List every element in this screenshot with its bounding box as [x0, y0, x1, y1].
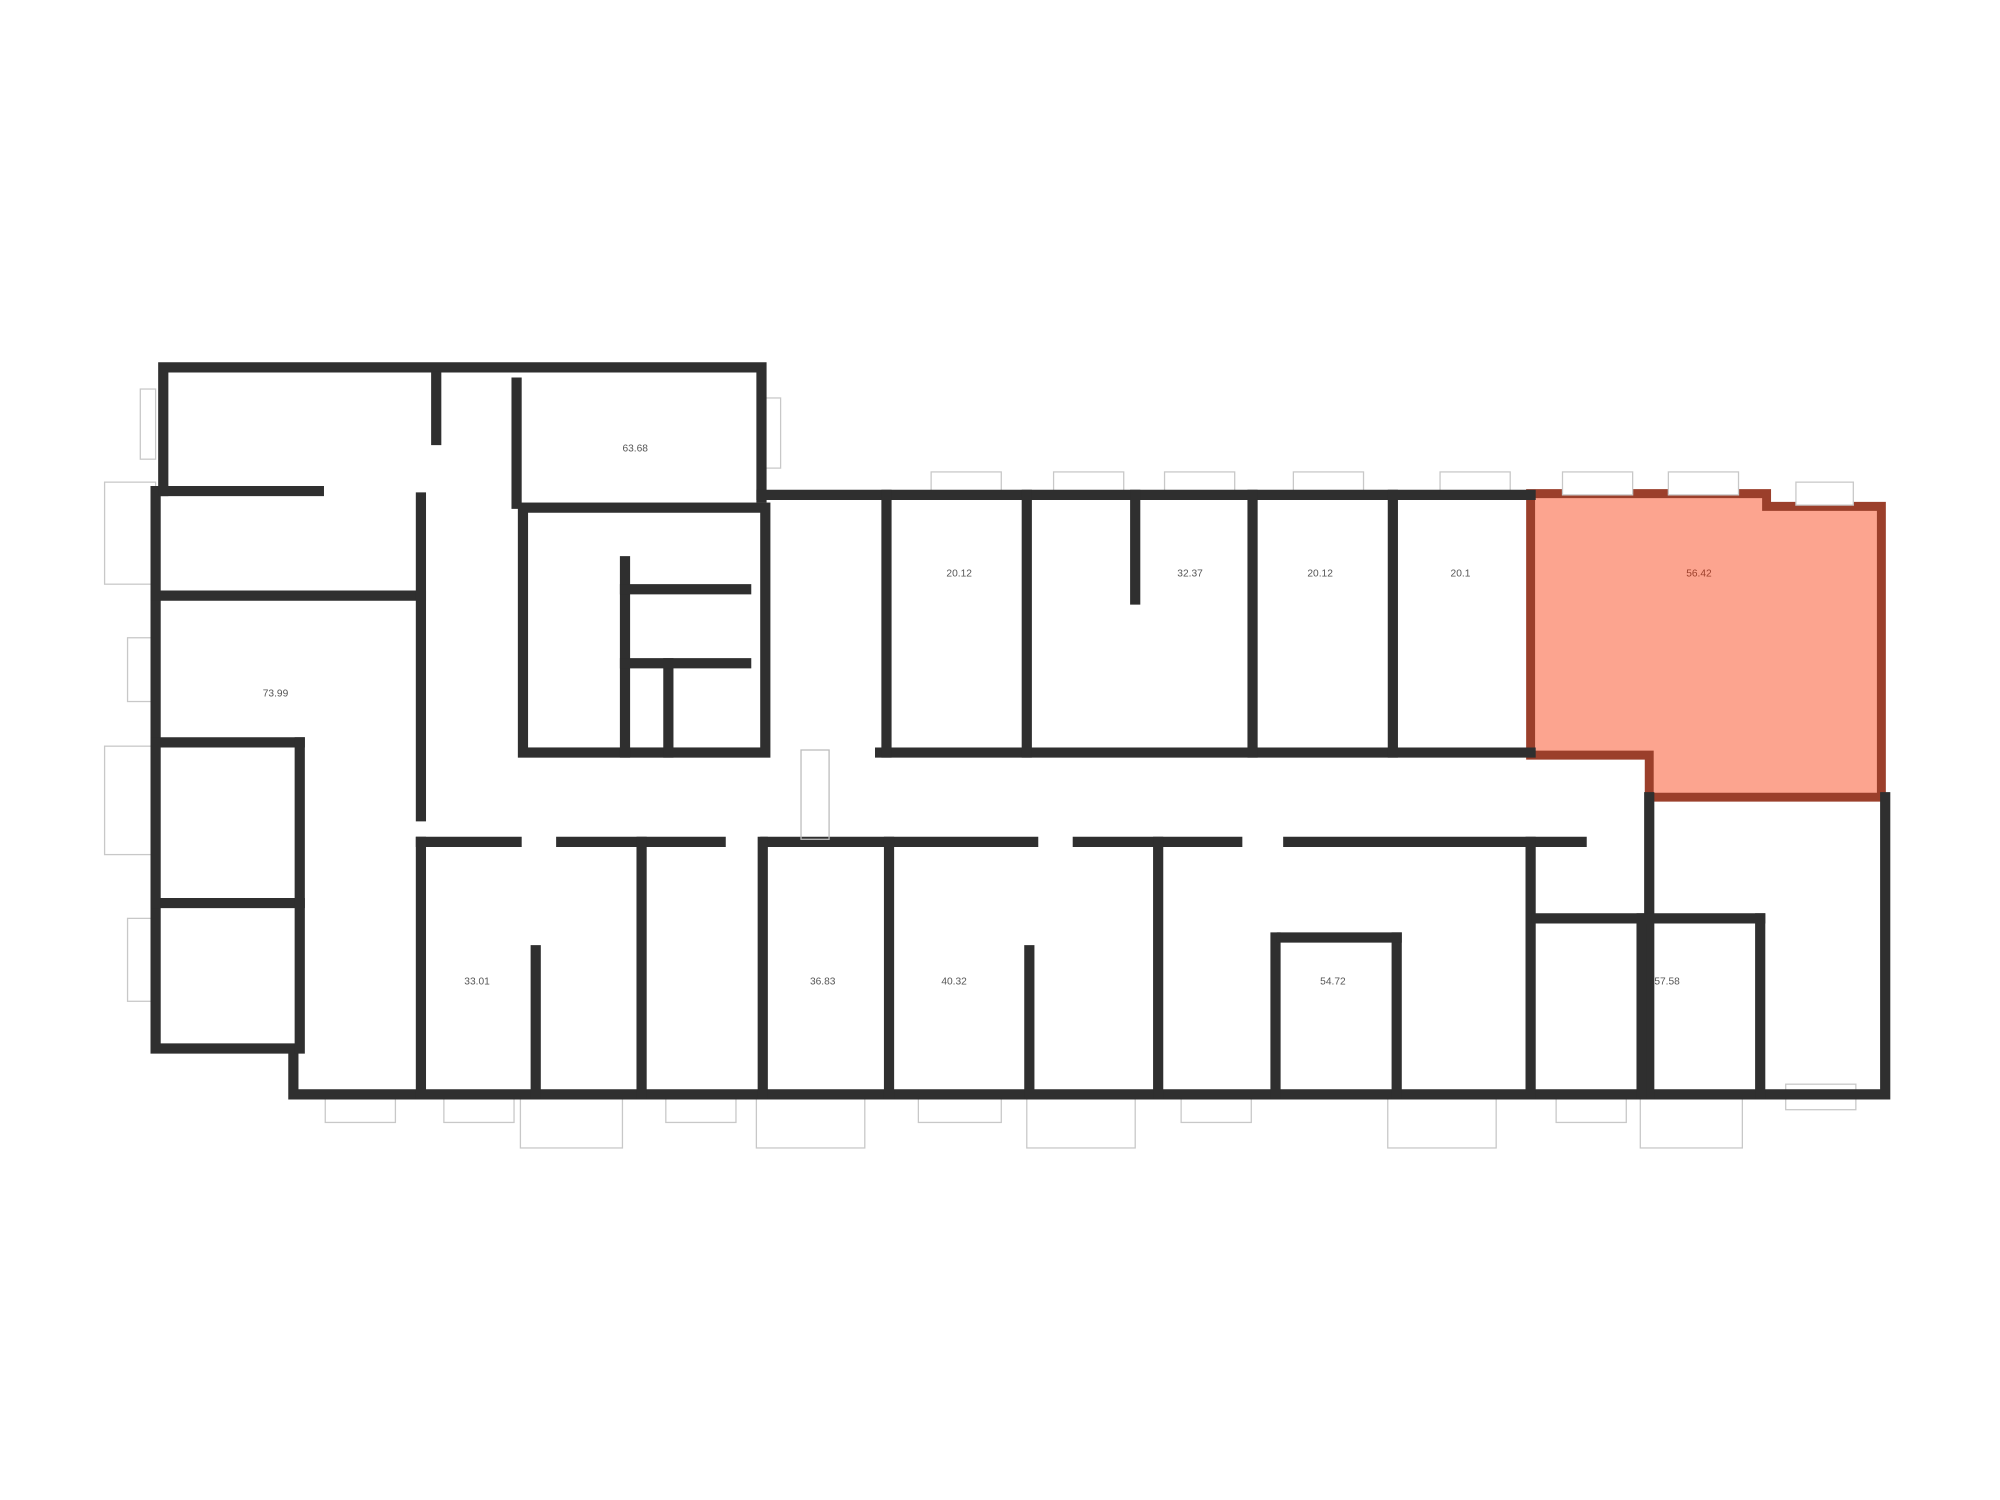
- apartment-20-1[interactable]: 20.1: [1398, 500, 1528, 749]
- area-label: 20.12: [1307, 569, 1333, 580]
- area-label: 33.01: [464, 977, 490, 988]
- apartment-57-58[interactable]: 57.58: [1647, 923, 1757, 1089]
- apartment-54-72[interactable]: 54.72: [1281, 943, 1396, 1090]
- area-label: 40.32: [941, 977, 967, 988]
- area-label: 32.37: [1177, 569, 1203, 580]
- apartment-36-83[interactable]: 36.83: [768, 847, 885, 1089]
- apartment-20-12-a[interactable]: 20.12: [892, 500, 1022, 749]
- area-label: 73.99: [263, 688, 289, 699]
- area-label: 20.1: [1451, 569, 1471, 580]
- apartment-56-42[interactable]: 56.42: [1686, 569, 1712, 580]
- apartment-selected-56-42[interactable]: [1526, 489, 1886, 802]
- apartment-40-32[interactable]: 40.32: [894, 847, 1027, 1089]
- apartment-73-99[interactable]: 73.99: [161, 599, 416, 739]
- apartment-32-37[interactable]: 32.37: [1032, 500, 1249, 749]
- apartment-20-12-b[interactable]: 20.12: [1258, 500, 1388, 749]
- apartment-63-68[interactable]: 63.68: [523, 372, 759, 489]
- area-label: 56.42: [1686, 569, 1712, 580]
- area-label: 20.12: [946, 569, 972, 580]
- area-label: 63.68: [622, 444, 648, 455]
- area-label: 54.72: [1320, 977, 1346, 988]
- area-label: 57.58: [1654, 977, 1680, 988]
- walls: [150, 362, 1891, 1100]
- area-label: 36.83: [810, 977, 836, 988]
- apartment-33-01[interactable]: 33.01: [426, 847, 533, 1089]
